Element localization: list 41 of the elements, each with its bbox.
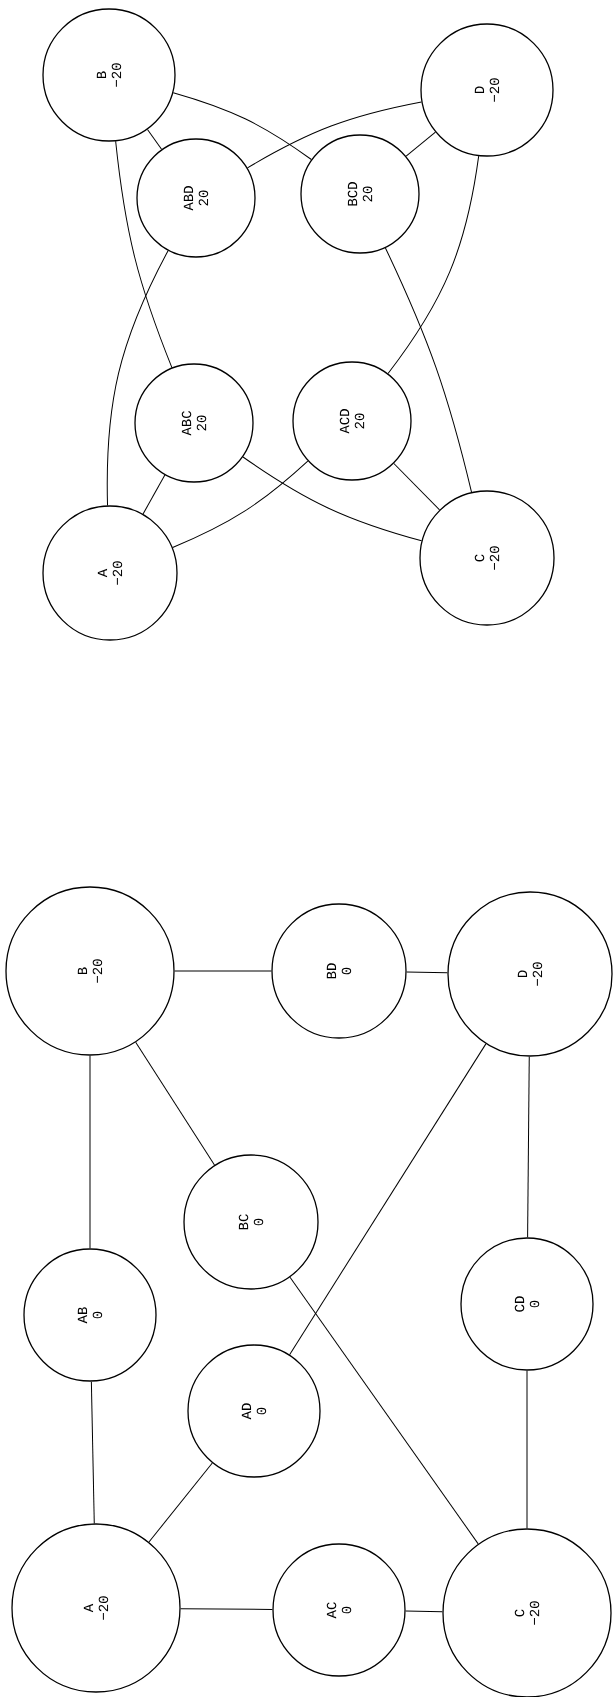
connector-line (115, 140, 173, 369)
circle-node: BD 0 (271, 903, 407, 1039)
connector-line (393, 463, 440, 511)
circle-node: AD 0 (187, 1344, 321, 1478)
circle-node: ABD 20 (136, 138, 256, 258)
circle-node: C −20 (419, 490, 555, 626)
circle-node: A −20 (11, 1523, 181, 1693)
circle-node: D −20 (447, 891, 613, 1057)
circle-node: BCD 20 (300, 134, 420, 254)
connector-line (289, 1043, 487, 1356)
circle-node: BC 0 (183, 1154, 319, 1290)
connector-line (526, 1370, 528, 1529)
connector-line (289, 1276, 479, 1545)
circle-node: CD 0 (460, 1237, 594, 1371)
connector-line (90, 1381, 95, 1524)
connector-line (106, 250, 169, 506)
circle-node: B −20 (42, 8, 176, 142)
connector-line (180, 1608, 273, 1610)
connector-line (384, 247, 472, 493)
connector-line (147, 128, 163, 150)
connector-line (405, 131, 436, 157)
connector-line (172, 460, 309, 548)
circle-node: AC 0 (272, 1543, 406, 1677)
connector-line (148, 1462, 213, 1543)
circle-node: ACD 20 (292, 361, 412, 481)
circle-node: B −20 (5, 886, 175, 1056)
connector-line (174, 970, 272, 972)
circle-node: ABC 20 (134, 363, 254, 483)
circle-node: A −20 (42, 505, 178, 641)
connector-line (172, 92, 312, 160)
connector-line (135, 1041, 215, 1166)
connector-line (527, 1056, 530, 1238)
connector-line (242, 456, 423, 542)
connector-line (406, 971, 448, 974)
connector-line (142, 474, 166, 515)
connector-line (387, 155, 480, 374)
connector-line (246, 101, 422, 169)
circle-node: D −20 (420, 23, 554, 157)
connector-line (89, 1055, 91, 1249)
circle-node: AB 0 (23, 1248, 157, 1382)
connector-line (405, 1610, 443, 1613)
